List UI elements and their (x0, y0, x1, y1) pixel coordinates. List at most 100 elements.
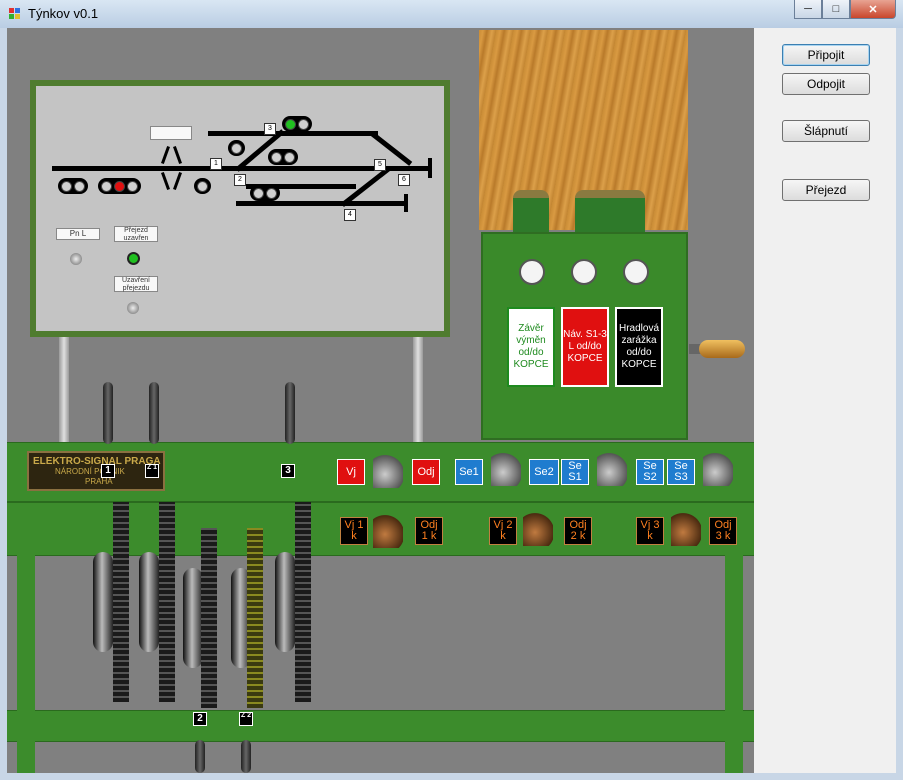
plaque-name: ELEKTRO-SIGNAL PRAGA (33, 456, 161, 467)
lever-3-handle[interactable] (285, 382, 295, 444)
track2-knob[interactable] (523, 512, 553, 546)
lever-3-chain (295, 502, 311, 702)
crossing-closing-label: Uzavření přejezdu (114, 276, 158, 292)
track-tag-3: 3 (264, 123, 276, 135)
odj-button[interactable]: Odj (412, 459, 440, 485)
track-diagram-board: 1 2 3 4 5 6 Pn L Přejezd uzavřen Uzavřen… (30, 80, 450, 337)
pn-label: Pn L (56, 228, 100, 240)
maximize-button[interactable]: □ (822, 0, 850, 19)
maximize-icon: □ (832, 3, 840, 15)
lever-3-number: 3 (281, 464, 295, 478)
lever-2-number: 2 (193, 712, 207, 726)
lever-3[interactable]: 3 (275, 382, 315, 712)
vj-button[interactable]: Vj (337, 459, 365, 485)
lever-2-handle[interactable] (195, 740, 205, 773)
odj1-button[interactable]: Odj 1 k (415, 517, 443, 545)
signal-3[interactable] (282, 116, 312, 132)
signal-entry-left[interactable] (58, 178, 88, 194)
info-switch-lock: Závěr výměn od/do KOPCE (507, 307, 555, 387)
crossing-button[interactable]: Přejezd (782, 179, 870, 201)
signal-crossing[interactable] (194, 178, 211, 194)
close-icon: ✕ (868, 3, 878, 16)
lever-1[interactable]: 1 (93, 382, 131, 712)
vj-odj-knob[interactable] (373, 454, 403, 488)
vj3-button[interactable]: Vj 3 k (636, 517, 664, 545)
track-tag-6: 6 (398, 174, 410, 186)
simulator-area: 1 2 3 4 5 6 Pn L Přejezd uzavřen Uzavřen… (7, 28, 896, 773)
lever-1-wheel (93, 552, 113, 652)
app-icon (9, 8, 21, 20)
track-diagram: 1 2 3 4 5 6 Pn L Přejezd uzavřen Uzavřen… (36, 86, 444, 331)
track-2 (246, 184, 356, 189)
lever-z1-handle[interactable] (149, 382, 159, 444)
frame-leg-left (17, 554, 35, 773)
info-signal-s1-3: Náv. S1-3 L od/do KOPCE (561, 307, 609, 387)
minimize-icon: ─ (804, 3, 812, 15)
lever-1-handle[interactable] (103, 382, 113, 444)
lever-z1[interactable]: Z 1 (139, 382, 179, 712)
title-bar[interactable]: Týnkov v0.1 ─ □ ✕ (0, 0, 903, 28)
se-s2-button[interactable]: Se S2 (636, 459, 664, 485)
lever-z2[interactable]: Z 2 (231, 528, 269, 773)
lever-z2-wheel (231, 568, 251, 668)
track-3 (208, 131, 378, 136)
manufacturer-plaque: ELEKTRO-SIGNAL PRAGA NÁRODNÍ PODNIK PRAH… (27, 451, 165, 491)
crossing-closed-label: Přejezd uzavřen (114, 226, 158, 242)
lever-3-wheel (275, 552, 295, 652)
track3-knob[interactable] (671, 512, 701, 546)
dial-right[interactable] (623, 259, 649, 285)
vj2-button[interactable]: Vj 2 k (489, 517, 517, 545)
track1-knob[interactable] (373, 514, 403, 548)
crossing-mark-1 (161, 146, 170, 164)
crank-handle[interactable] (689, 338, 747, 360)
lever-z2-handle[interactable] (241, 740, 251, 773)
dial-middle[interactable] (571, 259, 597, 285)
se-s1-button[interactable]: Se S1 (561, 459, 589, 485)
odj3-button[interactable]: Odj 3 k (709, 517, 737, 545)
track-end-right (428, 158, 432, 178)
step-button[interactable]: Šlápnutí (782, 120, 870, 142)
track-tag-2: 2 (234, 174, 246, 186)
se1-knob[interactable] (491, 452, 521, 486)
se-s3-knob[interactable] (703, 452, 733, 486)
crossing-mark-3 (161, 172, 170, 190)
dial-left[interactable] (519, 259, 545, 285)
lever-z2-number: Z 2 (239, 712, 253, 726)
board-post-left (59, 337, 69, 447)
se2-button[interactable]: Se2 (529, 459, 559, 485)
info-block-stop: Hradlová zarážka od/do KOPCE (615, 307, 663, 387)
plaque-sub: NÁRODNÍ PODNIK (55, 467, 125, 476)
lever-2[interactable]: 2 (183, 528, 221, 773)
connect-button[interactable]: Připojit (782, 44, 870, 66)
block-instrument-left[interactable] (513, 190, 549, 238)
signal-2[interactable] (250, 185, 280, 201)
lever-z1-chain (159, 502, 175, 702)
odj2-button[interactable]: Odj 2 k (564, 517, 592, 545)
crossing-mark-2 (173, 146, 182, 164)
vj1-button[interactable]: Vj 1 k (340, 517, 368, 545)
se-s3-button[interactable]: Se S3 (667, 459, 695, 485)
frame-rail-bottom (7, 710, 754, 742)
signal-1[interactable] (228, 140, 245, 156)
track-4 (236, 201, 406, 206)
close-button[interactable]: ✕ (850, 0, 896, 19)
minimize-button[interactable]: ─ (794, 0, 822, 19)
lever-1-number: 1 (101, 464, 115, 478)
lever-z1-wheel (139, 552, 159, 652)
block-instrument-right[interactable] (575, 190, 645, 238)
se-s1-knob[interactable] (597, 452, 627, 486)
lever-z1-number: Z 1 (145, 464, 159, 478)
se1-button[interactable]: Se1 (455, 459, 483, 485)
crossing-mark-4 (173, 172, 182, 190)
crossing-closing-button[interactable] (127, 302, 139, 314)
pn-button[interactable] (70, 253, 82, 265)
lever-1-chain (113, 502, 129, 702)
track-tag-4: 4 (344, 209, 356, 221)
disconnect-button[interactable]: Odpojit (782, 73, 870, 95)
lever-2-chain (201, 528, 217, 708)
control-panel: Připojit Odpojit Šlápnutí Přejezd (754, 28, 896, 773)
lever-z2-chain (247, 528, 263, 708)
signal-main[interactable] (98, 178, 141, 194)
signal-5[interactable] (268, 149, 298, 165)
